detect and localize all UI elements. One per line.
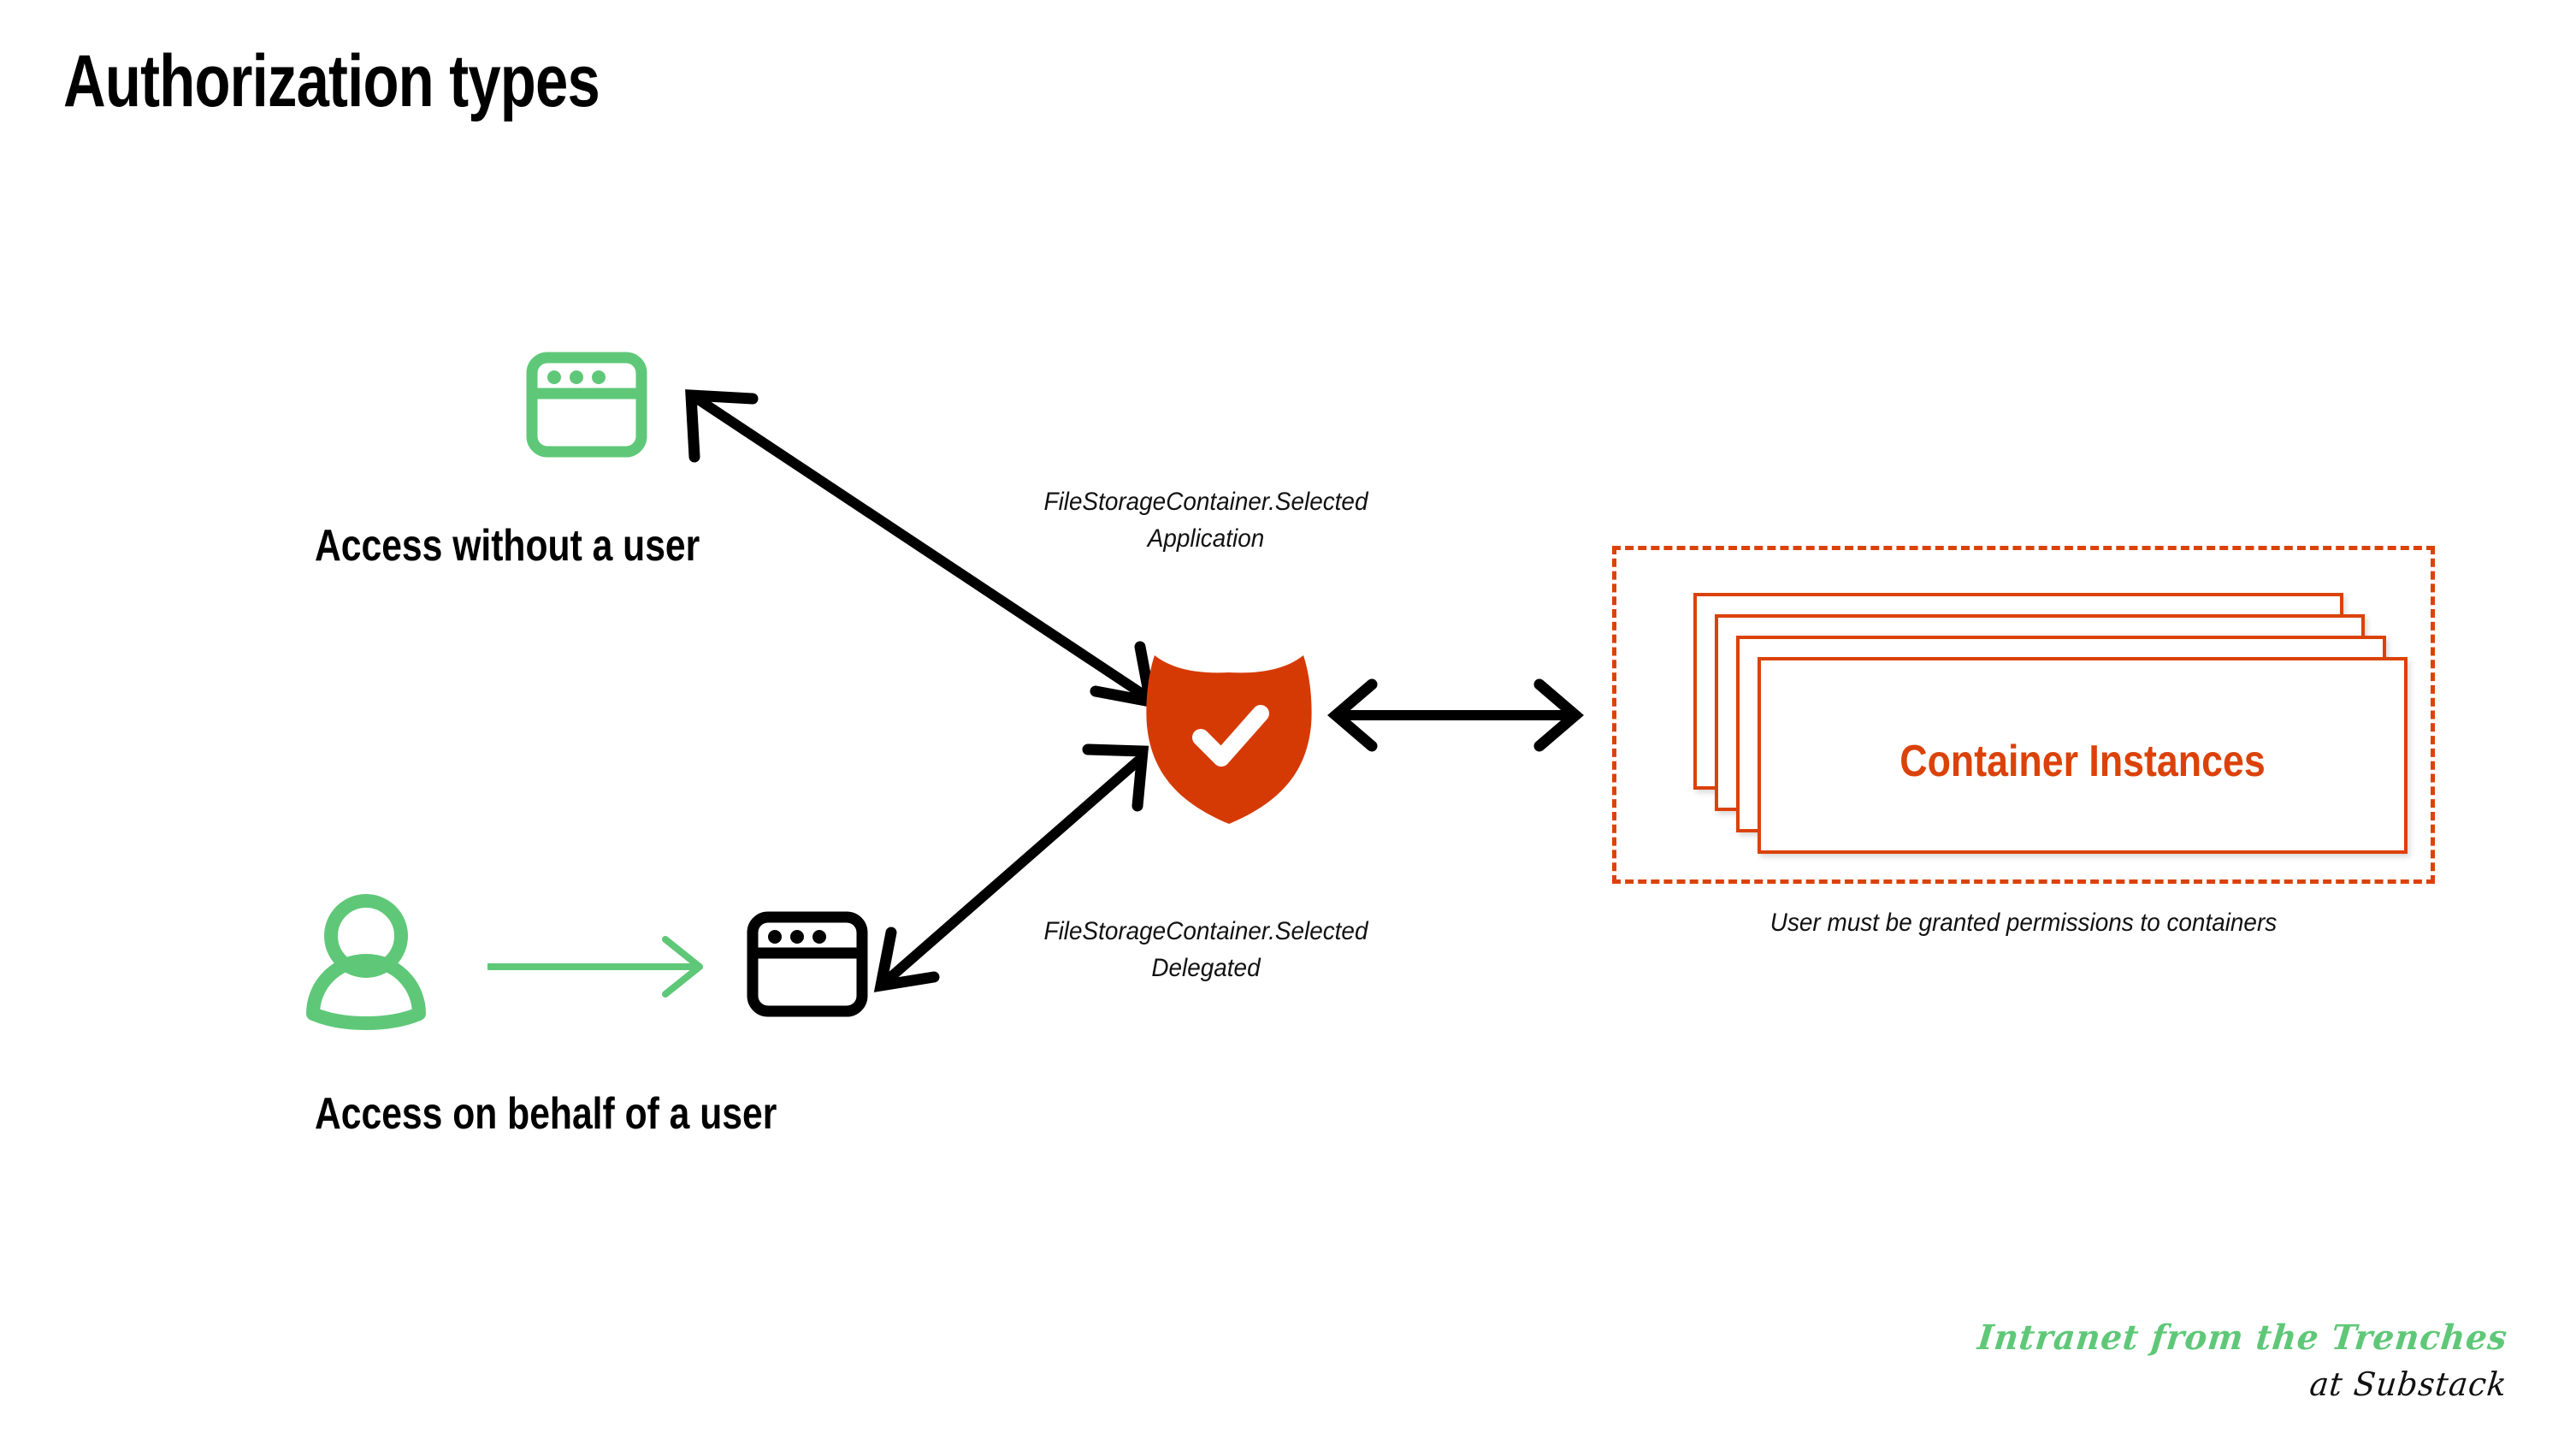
flow-label-access-on-behalf-of-user: Access on behalf of a user <box>315 1089 777 1139</box>
scope-annotation-application: FileStorageContainer.Selected Applicatio… <box>999 484 1413 557</box>
container-instances-label: Container Instances <box>1900 737 2266 786</box>
page-title: Authorization types <box>63 40 600 122</box>
green-right-arrow-icon <box>487 936 703 998</box>
brand-platform: at Substack <box>2307 1365 2509 1403</box>
browser-window-icon-green[interactable] <box>526 352 647 458</box>
scope-permission-type: Application <box>1147 524 1265 553</box>
scope-permission-type: Delegated <box>1151 953 1261 982</box>
brand-name: Intranet from the Trenches <box>1975 1318 2509 1358</box>
browser-window-icon-black[interactable] <box>747 911 868 1017</box>
container-card[interactable]: Container Instances <box>1758 657 2408 854</box>
scope-permission-name: FileStorageContainer.Selected <box>1043 488 1368 516</box>
scope-permission-name: FileStorageContainer.Selected <box>1043 917 1368 945</box>
container-instances-boundary: Container Instances <box>1612 546 2435 884</box>
double-headed-horizontal-arrow-icon <box>1327 678 1584 752</box>
flow-label-access-without-user: Access without a user <box>315 521 700 571</box>
scope-annotation-delegated: FileStorageContainer.Selected Delegated <box>999 914 1413 986</box>
shield-check-icon[interactable] <box>1146 655 1312 824</box>
delegated-flow-arrow <box>873 743 1149 992</box>
person-icon[interactable] <box>306 894 426 1031</box>
container-permissions-note: User must be granted permissions to cont… <box>1770 909 2278 937</box>
